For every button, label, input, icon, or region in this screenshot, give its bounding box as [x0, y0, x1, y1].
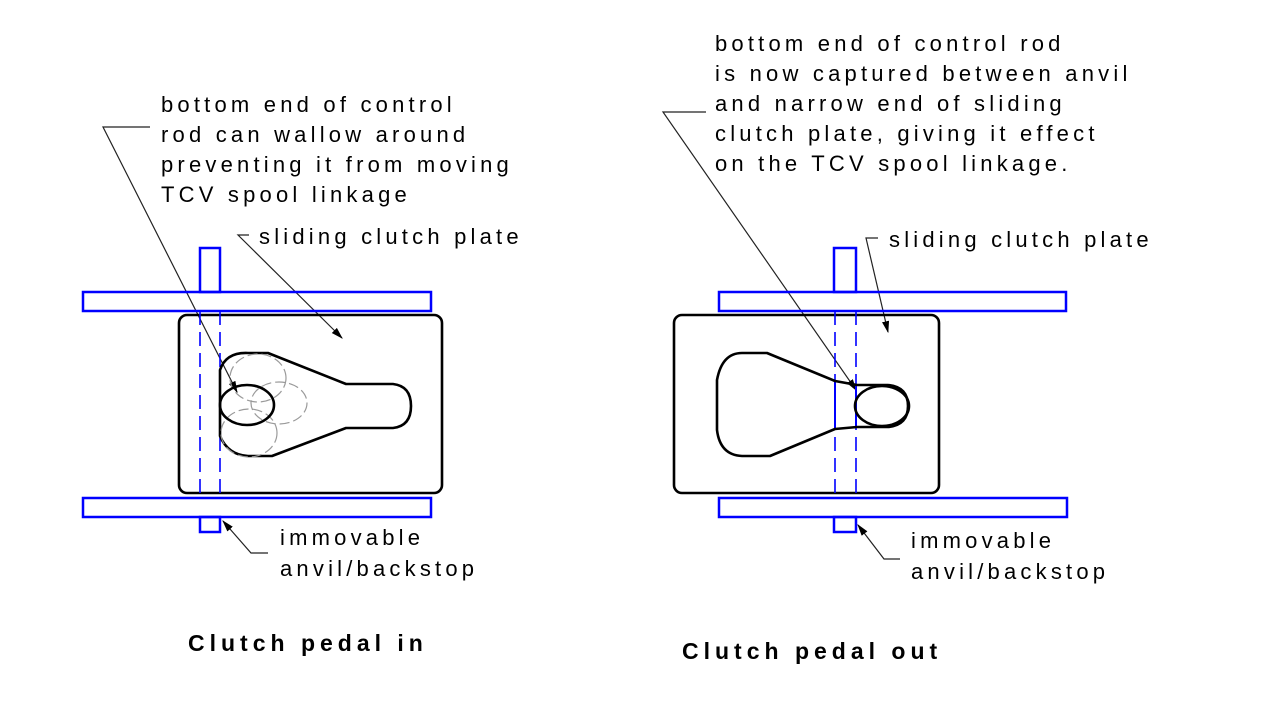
rod-note-line: on the TCV spool linkage.: [715, 151, 1072, 176]
anvil-label-leader-left: [222, 520, 268, 554]
anvil-label-right: anvil/backstop: [911, 559, 1109, 584]
rod-note-left: bottom end of control rod can wallow aro…: [161, 92, 513, 207]
rod-top-post-left: [198, 246, 222, 294]
rod-note-leader-left: [102, 126, 238, 394]
caption-left: Clutch pedal in: [188, 630, 428, 656]
anvil-bottom-bar-right: [717, 496, 1069, 519]
anvil-top-bar-right: [717, 290, 1068, 313]
rod-note-line: TCV spool linkage: [161, 182, 411, 207]
rod-bottom-post-left: [198, 515, 222, 534]
anvil-bottom-bar-left: [81, 496, 433, 519]
rod-ghost-positions-left: [220, 353, 308, 458]
keyhole-slot-right: [715, 351, 910, 458]
rod-bottom-post-right: [832, 515, 858, 534]
plate-label-right: sliding clutch plate: [889, 227, 1153, 252]
anvil-label-right: immovable: [911, 528, 1055, 553]
panel-clutch-pedal-in: bottom end of control rod can wallow aro…: [81, 92, 523, 656]
anvil-top-bar-left: [81, 290, 433, 313]
rod-note-line: clutch plate, giving it effect: [715, 121, 1099, 146]
anvil-label-leader-right: [857, 524, 900, 560]
rod-top-post-right: [832, 246, 858, 294]
caption-right: Clutch pedal out: [682, 638, 942, 664]
rod-note-line: bottom end of control rod: [715, 31, 1065, 56]
rod-note-line: rod can wallow around: [161, 122, 469, 147]
rod-note-right: bottom end of control rod is now capture…: [715, 31, 1132, 176]
rod-end-right: [853, 384, 911, 428]
panel-clutch-pedal-out: bottom end of control rod is now capture…: [661, 31, 1153, 664]
rod-note-line: bottom end of control: [161, 92, 456, 117]
rod-note-line: preventing it from moving: [161, 152, 513, 177]
sliding-clutch-plate-right: [672, 313, 941, 495]
plate-label-leader-right: [865, 237, 890, 334]
rod-note-line: is now captured between anvil: [715, 61, 1132, 86]
sliding-clutch-plate-left: [177, 313, 444, 495]
rod-note-line: and narrow end of sliding: [715, 91, 1066, 116]
rod-note-leader-right: [661, 111, 857, 391]
rod-end-left: [218, 383, 276, 427]
plate-label-left: sliding clutch plate: [259, 224, 523, 249]
anvil-label-left: immovable: [280, 525, 424, 550]
plate-label-leader-left: [236, 234, 343, 339]
anvil-label-left: anvil/backstop: [280, 556, 478, 581]
keyhole-slot-left: [218, 351, 413, 458]
